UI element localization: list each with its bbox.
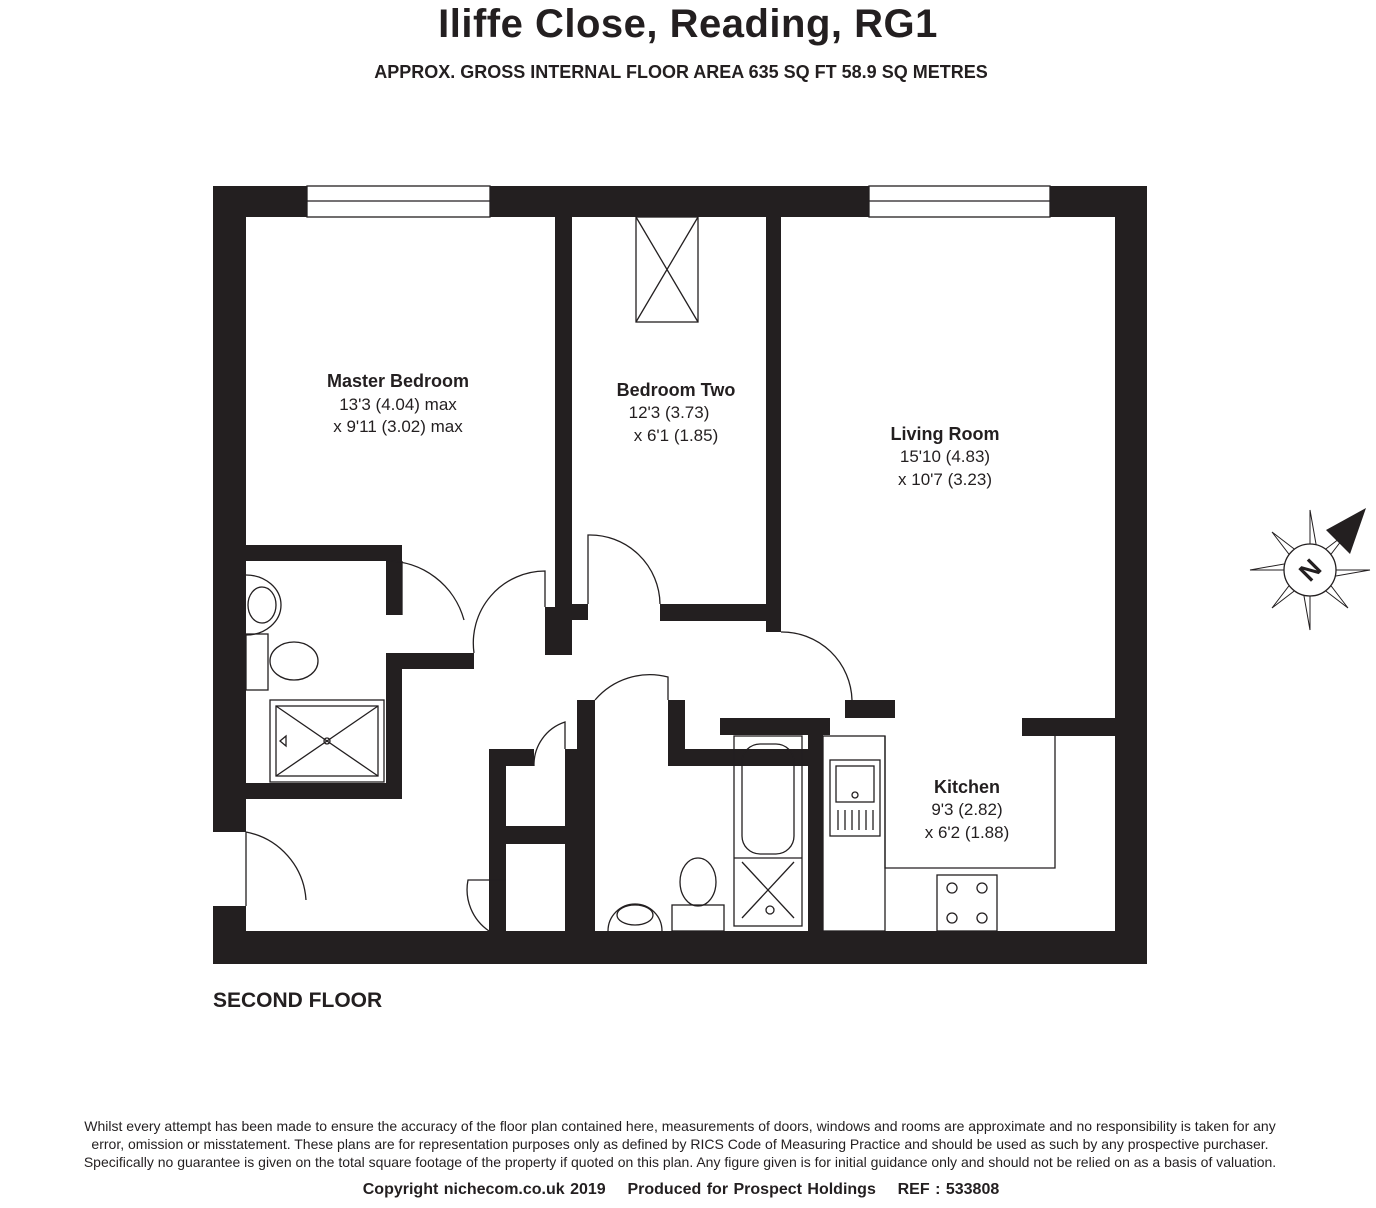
room-dimension: x 10'7 (3.23): [898, 470, 992, 489]
door-swings: [245, 534, 853, 932]
bathroom-toilet-icon: [671, 904, 725, 932]
drainer-ribs: [837, 810, 874, 830]
room-name: Bedroom Two: [617, 380, 736, 400]
room-dimension: 15'10 (4.83): [900, 447, 990, 466]
skylight-icon: [635, 216, 699, 323]
room-name: Kitchen: [934, 777, 1000, 797]
floor-label: SECOND FLOOR: [213, 989, 383, 1012]
room-name: Master Bedroom: [327, 371, 469, 391]
bathroom-basin-icon: [607, 903, 663, 932]
plan-title: Iliffe Close, Reading, RG1: [438, 2, 938, 46]
worktop: [822, 735, 886, 932]
disclaimer-line: Whilst every attempt has been made to en…: [84, 1118, 1276, 1134]
disclaimer: Whilst every attempt has been made to en…: [0, 1117, 1360, 1171]
sink-icon: [829, 759, 881, 837]
room-living-room: Living Room 15'10 (4.83) x 10'7 (3.23): [891, 424, 1000, 489]
toilet-icon: [245, 633, 269, 691]
room-dimension: x 6'1 (1.85): [634, 426, 719, 445]
disclaimer-line: error, omission or misstatement. These p…: [91, 1136, 1269, 1152]
floor-area-subtitle: APPROX. GROSS INTERNAL FLOOR AREA 635 SQ…: [374, 62, 988, 82]
interior-walls: [246, 217, 1115, 931]
room-dimension: x 6'2 (1.88): [925, 823, 1010, 842]
shower-tray-icon: [269, 699, 385, 783]
bath-icon: [733, 735, 803, 927]
outer-walls: [213, 186, 1147, 964]
room-kitchen: Kitchen 9'3 (2.82) x 6'2 (1.88): [925, 777, 1010, 842]
windows: [306, 185, 1051, 218]
room-name: Living Room: [891, 424, 1000, 444]
hob-icon: [936, 874, 998, 932]
disclaimer-line: Specifically no guarantee is given on th…: [83, 1154, 1277, 1170]
room-dimension: 13'3 (4.04) max: [339, 395, 457, 414]
compass-icon: N: [1249, 508, 1371, 631]
copyright-line: Copyright nichecom.co.uk 2019 Produced f…: [362, 1181, 1000, 1198]
room-dimension: 9'3 (2.82): [931, 800, 1002, 819]
room-bedroom-two: Bedroom Two 12'3 (3.73) x 6'1 (1.85): [617, 380, 736, 445]
room-dimension: 12'3 (3.73): [629, 403, 710, 422]
room-master-bedroom: Master Bedroom 13'3 (4.04) max x 9'11 (3…: [327, 371, 469, 436]
basin-icon: [245, 574, 282, 636]
fixtures: [245, 216, 1056, 932]
room-dimension: x 9'11 (3.02) max: [333, 417, 463, 436]
